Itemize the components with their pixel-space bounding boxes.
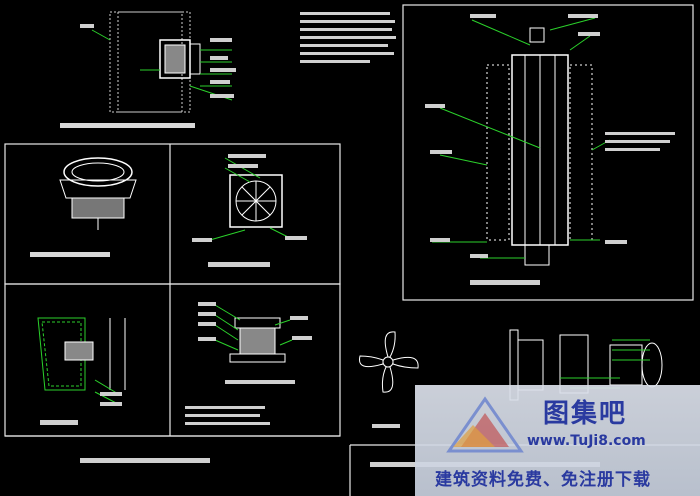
tall-damper-detail: [425, 14, 675, 285]
valve-isometric-detail: [30, 157, 137, 257]
watermark-title: 图集吧: [543, 399, 628, 429]
valve-elevation-detail: [185, 302, 312, 425]
watermark-slogan: 建筑资料免费、免注册下载: [435, 470, 651, 490]
watermark-url: www.TuJi8.com: [527, 433, 646, 449]
top-left-duct-detail: [60, 11, 236, 128]
tuji8-logo-icon: [446, 396, 524, 453]
panel-borders: [4, 4, 700, 496]
site-watermark: 图集吧 www.TuJi8.com 建筑资料免费、免注册下载: [415, 385, 700, 496]
square-valve-front-view: [192, 154, 307, 267]
top-notes-text: [300, 12, 396, 63]
fan-blade-figure: [358, 331, 419, 428]
wall-mount-valve-detail: [37, 317, 210, 463]
